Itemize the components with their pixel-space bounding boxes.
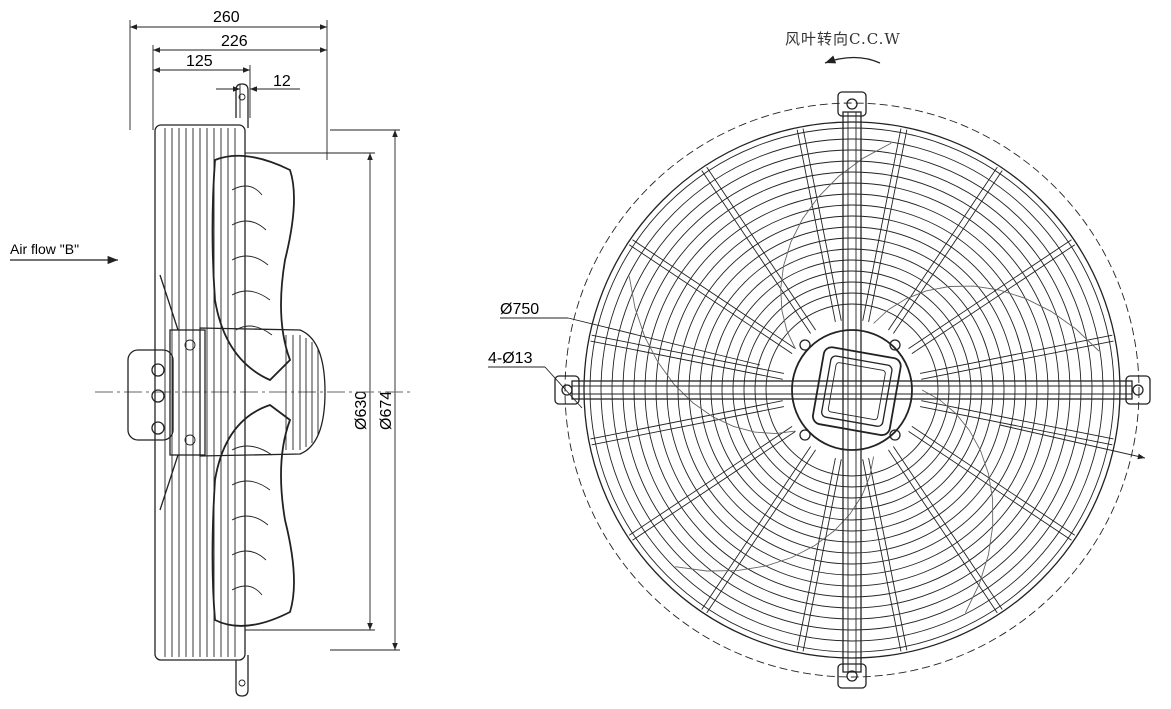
side-view: 260 226 125 12 Ø630 Ø674 Air flow "B": [10, 9, 410, 697]
guard-spoke: [802, 459, 842, 652]
dim-125: 125: [186, 53, 213, 70]
strut-bottom: [159, 454, 179, 511]
bracket-bottom: [235, 655, 249, 697]
guard-spoke: [888, 449, 998, 614]
guard-ring: [677, 215, 1027, 565]
blade-edge: [780, 142, 892, 350]
guard-ring: [765, 303, 939, 477]
guard-spoke: [796, 129, 836, 323]
guard-ring: [666, 204, 1038, 576]
guard-ring: [644, 182, 1060, 598]
guard-spoke: [796, 457, 836, 651]
dim-674: Ø674: [378, 391, 395, 430]
guard-rings: [583, 121, 1121, 659]
guard-ring: [589, 127, 1115, 653]
guard-spoke: [632, 431, 796, 541]
fan-blades-front: [628, 142, 1100, 613]
guard-spoke: [911, 244, 1076, 354]
guard-spoke: [590, 340, 783, 380]
dim-226: 226: [221, 33, 248, 50]
front-view: 风叶转向C.C.W: [488, 30, 1151, 689]
blade-edge: [628, 276, 796, 435]
guard-spoke: [591, 406, 785, 446]
junction-box: [127, 329, 206, 456]
guard-ring: [633, 171, 1071, 609]
guard-spoke: [919, 406, 1113, 446]
guard-spoke: [701, 446, 811, 610]
strut-top: [159, 274, 179, 331]
guard-ring: [710, 248, 994, 532]
guard-spoke: [921, 340, 1114, 380]
guard-spoke: [921, 400, 1114, 440]
guard-ring: [699, 237, 1005, 543]
airflow-label: Air flow "B": [10, 241, 79, 257]
dim-260: 260: [213, 9, 240, 26]
guard-spoke: [701, 170, 811, 334]
mount-ears: [554, 91, 1151, 689]
mount-arms: [571, 111, 1133, 673]
guard-spoke: [868, 457, 908, 651]
dim-630: Ø630: [353, 391, 370, 430]
guard-diameter-leader: [567, 317, 761, 366]
guard-spoke: [628, 244, 793, 354]
guard-ring: [622, 160, 1082, 620]
dim-12: 12: [273, 73, 291, 90]
guard-diameter-leader-r: [999, 424, 1146, 460]
blade-edge: [873, 285, 1100, 352]
rotation-label: 风叶转向C.C.W: [785, 30, 901, 48]
guard-spoke: [628, 426, 793, 536]
guard-ribs: [154, 124, 246, 661]
mount-hole-label: 4-Ø13: [488, 350, 533, 367]
guard-spoke: [919, 334, 1113, 374]
guard-spoke: [862, 128, 902, 321]
guard-spoke: [590, 400, 783, 440]
guard-spoke: [706, 166, 816, 331]
guard-ring: [655, 193, 1049, 587]
guard-spoke: [862, 459, 902, 652]
guard-spokes: [590, 128, 1114, 652]
guard-spoke: [893, 170, 1003, 334]
guard-spoke: [893, 446, 1003, 610]
guard-spoke: [591, 334, 785, 374]
guard-spoke: [888, 166, 998, 331]
guard-ring: [611, 149, 1093, 631]
fan-blades-side: [211, 154, 295, 627]
guard-ring: [721, 259, 983, 521]
guard-diameter-label: Ø750: [500, 301, 539, 318]
guard-ring: [688, 226, 1016, 554]
guard-spoke: [908, 239, 1072, 349]
motor-hub: [791, 329, 913, 451]
motor-rotor: [199, 327, 326, 457]
guard-spoke: [632, 239, 796, 349]
guard-spoke: [802, 128, 842, 321]
guard-frame: [154, 124, 246, 661]
bracket-top: [235, 83, 249, 128]
blade-edge: [675, 456, 875, 572]
guard-ring: [732, 270, 972, 510]
guard-ring: [600, 138, 1104, 642]
guard-ring: [743, 281, 961, 499]
guard-spoke: [911, 426, 1076, 536]
guard-outer-ring: [583, 121, 1121, 659]
mount-hole-leader: [544, 366, 583, 409]
guard-spoke: [868, 129, 908, 323]
rotation-arrow: [824, 55, 881, 64]
guard-diameter-circle: [564, 102, 1140, 678]
guard-spoke: [706, 449, 816, 614]
guard-ring: [754, 292, 950, 488]
blade-edge: [921, 389, 994, 613]
